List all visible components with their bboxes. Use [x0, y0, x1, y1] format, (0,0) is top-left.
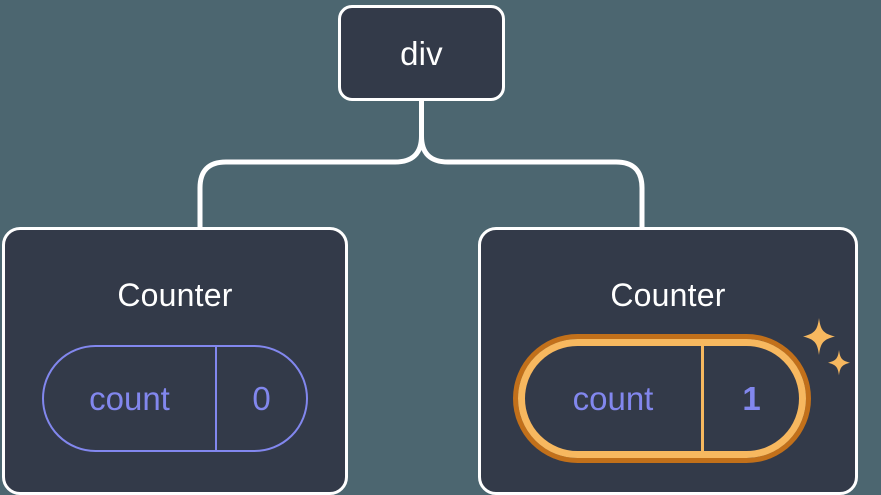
state-pill-left-key: count: [44, 347, 217, 450]
node-div[interactable]: div: [338, 5, 505, 101]
node-counter-right-title: Counter: [610, 277, 726, 313]
state-pill-left-wrapper: count 0: [42, 345, 308, 452]
state-pill-right-wrapper: count 1: [518, 339, 806, 458]
node-counter-left-title: Counter: [117, 277, 233, 313]
state-pill-right[interactable]: count 1: [518, 339, 806, 458]
connector-to-right-child: [419, 135, 645, 228]
state-pill-right-key: count: [525, 346, 704, 451]
node-div-label: div: [400, 34, 443, 72]
state-pill-left[interactable]: count 0: [42, 345, 308, 452]
state-pill-left-value: 0: [252, 380, 271, 417]
connector-to-left-child: [197, 135, 424, 228]
state-pill-right-value: 1: [742, 380, 761, 417]
